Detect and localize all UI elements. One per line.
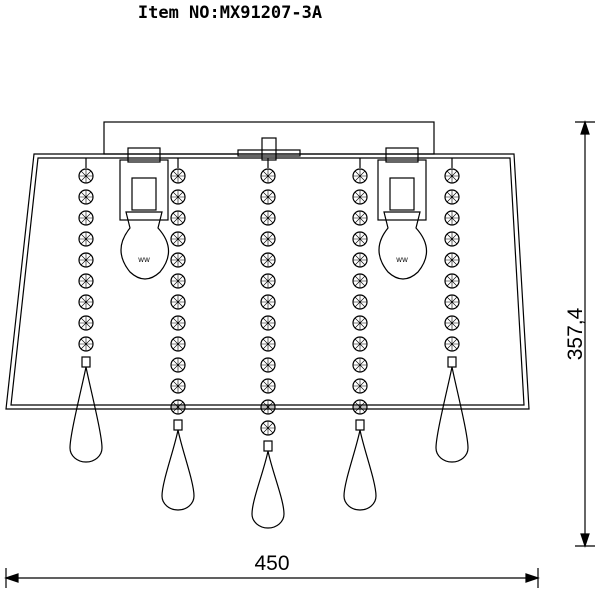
svg-text:WW: WW [396,257,408,264]
crystal-strand [251,158,285,529]
height-dimension-label: 357,4 [564,307,587,361]
crystal-drop [435,366,469,463]
left-bulb-assembly: WW [119,147,170,280]
crystal-drop [161,429,195,511]
crystal-strand [343,158,377,511]
center-mount [237,149,301,157]
crystal-strand [161,158,195,511]
lamp-shade-outer [5,153,530,410]
crystal-strands [69,158,469,529]
width-dimension [4,568,540,588]
svg-text:WW: WW [138,257,150,264]
height-dimension [575,120,595,548]
crystal-drop [251,450,285,529]
item-number-title: Item NO:MX91207-3A [137,3,323,23]
crystal-strand [435,158,469,463]
width-dimension-label: 450 [254,552,290,575]
crystal-drop [69,366,103,463]
lamp-shade-inner [10,157,525,406]
crystal-drop [343,429,377,511]
center-screw [261,137,277,161]
right-bulb-assembly: WW [377,147,428,280]
crystal-strand [69,158,103,463]
